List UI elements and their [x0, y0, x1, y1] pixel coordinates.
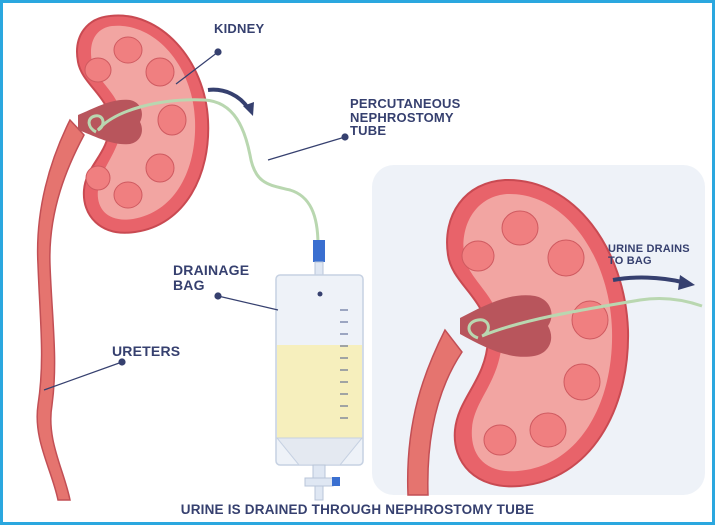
left-ureter	[37, 120, 84, 500]
drainage-bag	[276, 240, 363, 500]
nephrostomy-tube-label: PERCUTANEOUS NEPHROSTOMY TUBE	[350, 97, 461, 138]
kidney-label: KIDNEY	[214, 22, 264, 36]
drainage-bag-label: DRAINAGE BAG	[173, 263, 249, 292]
urine-drains-label: URINE DRAINS TO BAG	[608, 244, 690, 267]
ureters-label: URETERS	[112, 344, 180, 359]
flow-arrow-left	[208, 90, 248, 108]
diagram-caption: URINE IS DRAINED THROUGH NEPHROSTOMY TUB…	[0, 502, 715, 517]
left-kidney	[77, 16, 208, 233]
